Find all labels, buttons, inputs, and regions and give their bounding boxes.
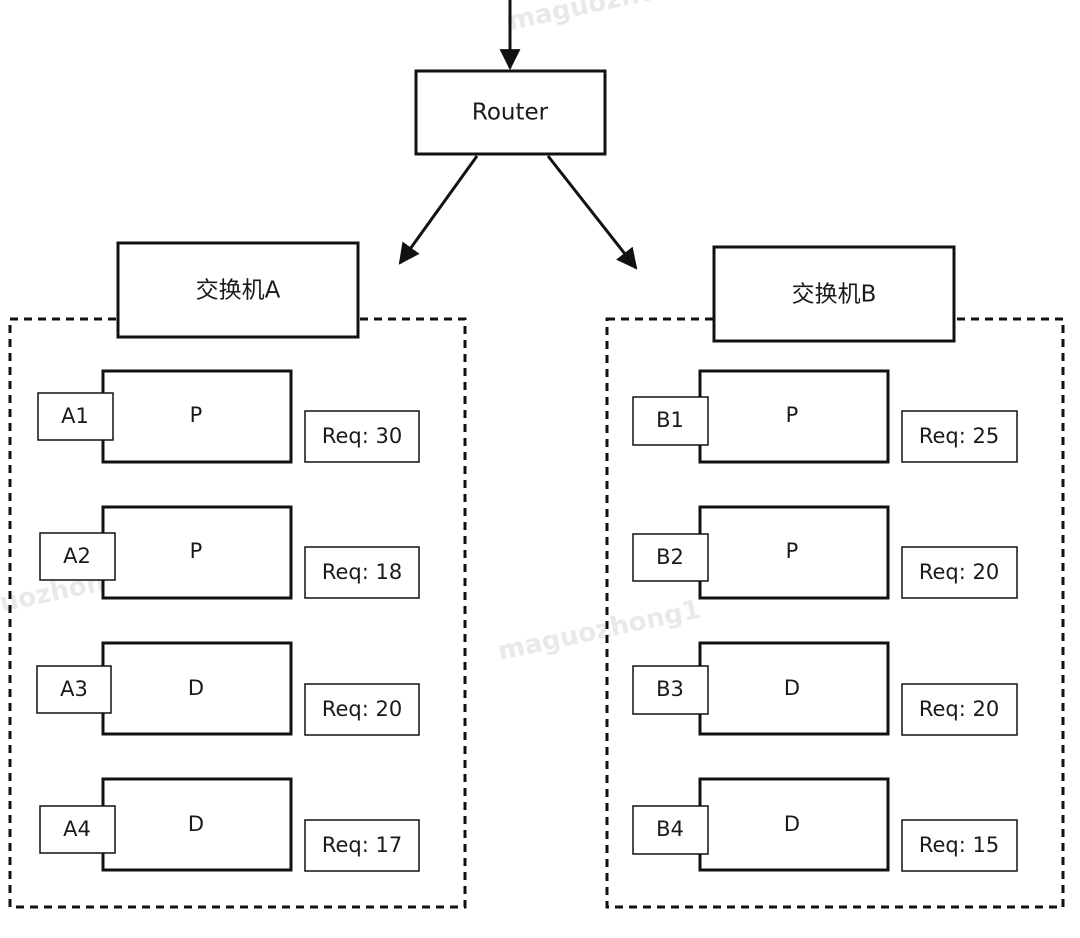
node-a3-box	[101, 641, 293, 736]
node-a4-box	[101, 777, 293, 872]
node-b1-req-box	[901, 410, 1018, 463]
node-a1-id: A1	[61, 404, 89, 428]
node-b3-box	[698, 641, 890, 736]
node-a3-req: Req: 20	[322, 697, 402, 721]
node-a1-role: P	[190, 403, 203, 427]
node-a2-role: P	[190, 539, 203, 563]
node-b1-id: B1	[656, 408, 684, 432]
switch-a-group: 交换机A A1 P Req: 30 A2 P Req: 18 A3 D Req:	[8, 241, 467, 909]
node-a2: A2 P Req: 18	[39, 505, 420, 600]
node-b3-id: B3	[656, 677, 684, 701]
node-b3: B3 D Req: 20	[632, 641, 1018, 736]
node-a1-req: Req: 30	[322, 424, 402, 448]
node-b2-req-box	[901, 546, 1018, 599]
node-b2-id-tag	[632, 533, 709, 582]
switch-b-group: 交换机B B1 P Req: 25 B2 P Req: 20 B3 D Req:	[605, 245, 1065, 909]
node-b2: B2 P Req: 20	[632, 505, 1018, 600]
node-a2-id-tag	[39, 532, 116, 581]
node-b2-req: Req: 20	[919, 560, 999, 584]
watermark-top: maguozhong1	[505, 0, 713, 37]
node-b1-req: Req: 25	[919, 424, 999, 448]
switch-b-label: 交换机B	[792, 282, 877, 308]
node-a2-req: Req: 18	[322, 560, 402, 584]
node-b1: B1 P Req: 25	[632, 369, 1018, 464]
node-a4-id: A4	[63, 817, 91, 841]
node-b4-role: D	[784, 812, 800, 836]
node-a4-id-tag	[39, 805, 116, 854]
node-b3-role: D	[784, 676, 800, 700]
node-a3: A3 D Req: 20	[36, 641, 420, 736]
node-b4-req-box	[901, 819, 1018, 872]
router-box	[414, 69, 607, 156]
node-a3-id-tag	[36, 665, 112, 714]
node-a4-role: D	[188, 812, 204, 836]
node-a3-id: A3	[60, 677, 88, 701]
node-a1-id-tag	[37, 392, 114, 441]
router-node: Router	[414, 69, 607, 156]
node-a1-req-box	[304, 410, 420, 463]
node-b1-id-tag	[632, 396, 709, 446]
router-label: Router	[472, 100, 549, 126]
node-b3-req: Req: 20	[919, 697, 999, 721]
node-b2-id: B2	[656, 545, 684, 569]
node-b4-req: Req: 15	[919, 833, 999, 857]
node-a3-role: D	[188, 676, 204, 700]
node-a2-req-box	[304, 546, 420, 599]
node-b3-id-tag	[632, 665, 709, 715]
node-a2-box	[101, 505, 293, 600]
node-a4-req-box	[304, 819, 420, 872]
node-b3-req-box	[901, 683, 1018, 736]
node-a2-id: A2	[63, 544, 91, 568]
node-a1: A1 P Req: 30	[37, 369, 420, 464]
node-b2-role: P	[786, 539, 799, 563]
node-a4-req: Req: 17	[322, 833, 402, 857]
arrow-router-to-switch-b	[546, 155, 638, 270]
watermark-middle: maguozhong1	[495, 595, 703, 667]
switch-b-box	[712, 245, 956, 343]
node-a4: A4 D Req: 17	[39, 777, 420, 872]
node-b4-id-tag	[632, 805, 709, 855]
node-b1-box	[698, 369, 890, 464]
node-b4: B4 D Req: 15	[632, 777, 1018, 872]
switch-a-label: 交换机A	[196, 278, 281, 304]
node-a3-req-box	[304, 683, 420, 736]
switch-a-box	[116, 241, 360, 339]
node-b1-role: P	[786, 403, 799, 427]
node-b4-id: B4	[656, 817, 684, 841]
node-b2-box	[698, 505, 890, 600]
arrow-router-to-switch-a	[398, 155, 479, 265]
